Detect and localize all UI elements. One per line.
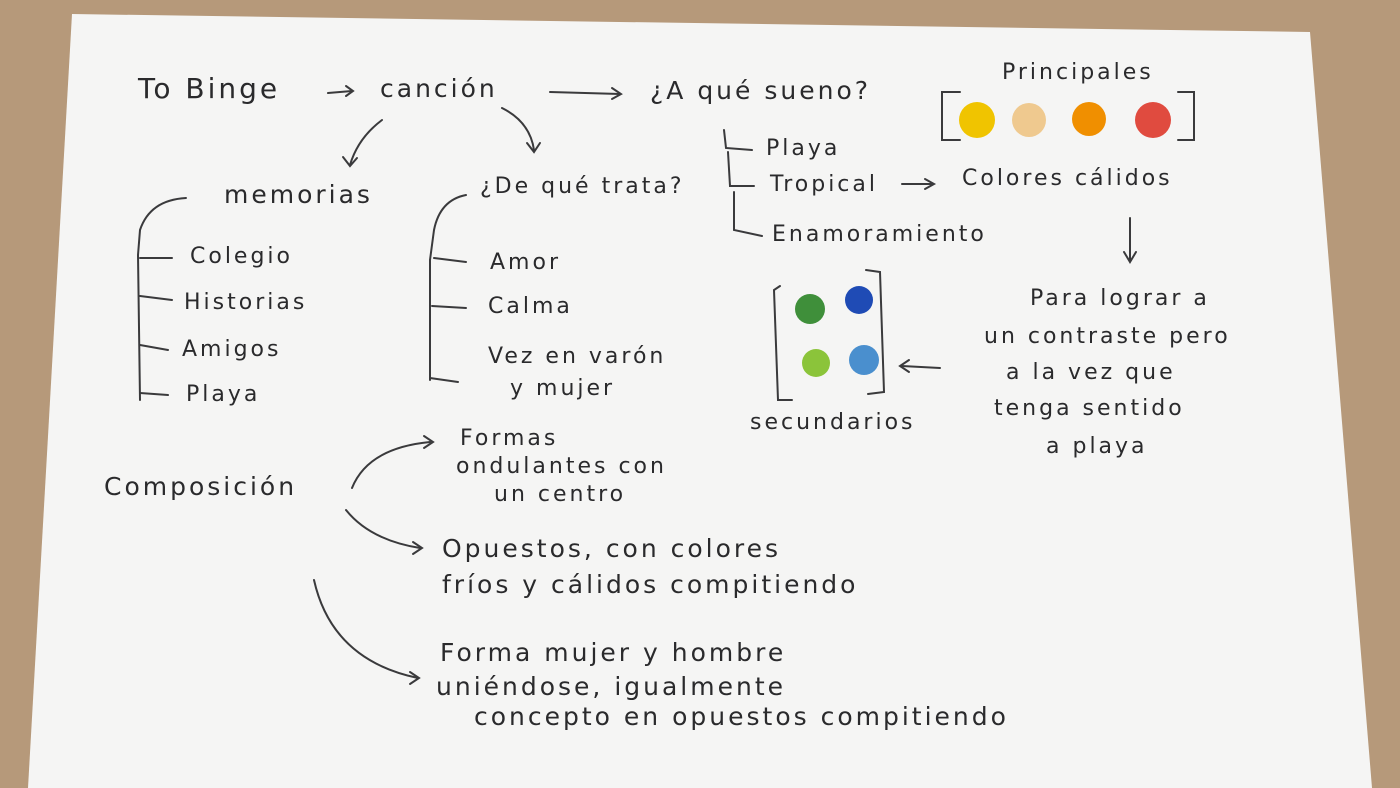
dream-item: Playa	[766, 136, 841, 161]
trata-item: y mujer	[510, 376, 616, 401]
arrow-to-opuestos	[345, 509, 421, 549]
arrow-title-cancion	[327, 90, 353, 94]
bracket-right-secundarios	[865, 269, 886, 395]
formas-line: un centro	[494, 482, 627, 507]
label-principales: Principales	[1002, 60, 1154, 85]
light-green-dot	[802, 349, 830, 377]
orange-dot	[1072, 102, 1106, 136]
question-trata: ¿De qué trata?	[480, 174, 685, 199]
ink-strokes	[136, 85, 1195, 685]
contraste-line: a playa	[1046, 434, 1148, 459]
opuestos-line: fríos y cálidos compitiendo	[442, 570, 859, 599]
contraste-line: tenga sentido	[994, 396, 1185, 421]
dream-item: Enamoramiento	[772, 222, 987, 247]
primary-color-dots	[959, 102, 1171, 138]
label-colores-calidos: Colores cálidos	[962, 166, 1173, 191]
contraste-line: un contraste pero	[984, 324, 1231, 349]
trata-item: Vez en varón	[488, 344, 667, 369]
question-dream: ¿A qué sueno?	[650, 76, 872, 105]
dark-green-dot	[795, 294, 825, 324]
bracket-memorias	[136, 197, 187, 401]
trata-item: Amor	[490, 250, 561, 275]
red-dot	[1135, 102, 1171, 138]
bracket-dream	[723, 129, 763, 237]
memorias-item: Playa	[186, 382, 261, 407]
bracket-left-secundarios	[772, 285, 793, 401]
arrow-to-secundarios	[901, 365, 941, 369]
trata-item: Calma	[488, 294, 573, 319]
label-cancion: canción	[380, 74, 498, 103]
bracket-left-principales	[941, 91, 961, 141]
forma-line: uniéndose, igualmente	[436, 672, 787, 701]
secondary-color-dots	[795, 286, 879, 377]
blue-dot	[845, 286, 873, 314]
arrow-to-trata	[501, 107, 535, 151]
title-to-binge: To Binge	[138, 72, 281, 105]
memorias-item: Amigos	[182, 337, 282, 362]
memorias-item: Historias	[184, 290, 308, 315]
yellow-dot	[959, 102, 995, 138]
formas-line: ondulantes con	[456, 454, 667, 479]
paper-sheet	[28, 14, 1372, 788]
forma-line: Forma mujer y hombre	[440, 638, 787, 667]
forma-line: concepto en opuestos compitiendo	[474, 702, 1009, 731]
arrow-to-formas	[351, 441, 431, 489]
opuestos-line: Opuestos, con colores	[442, 534, 782, 563]
memorias-item: Colegio	[190, 244, 294, 269]
bracket-trata	[429, 194, 467, 381]
arrow-to-forma	[313, 579, 419, 679]
light-blue-dot	[849, 345, 879, 375]
label-memorias: memorias	[224, 180, 373, 209]
dream-item: Tropical	[770, 172, 878, 197]
peach-dot	[1012, 103, 1046, 137]
contraste-line: a la vez que	[1006, 360, 1176, 385]
formas-line: Formas	[460, 426, 559, 451]
arrow-cancion-question	[549, 91, 621, 95]
arrow-to-memorias	[349, 119, 383, 166]
contraste-line: Para lograr a	[1030, 286, 1210, 311]
label-secundarios: secundarios	[750, 410, 916, 435]
bracket-right-principales	[1177, 91, 1195, 141]
label-composicion: Composición	[104, 472, 298, 501]
